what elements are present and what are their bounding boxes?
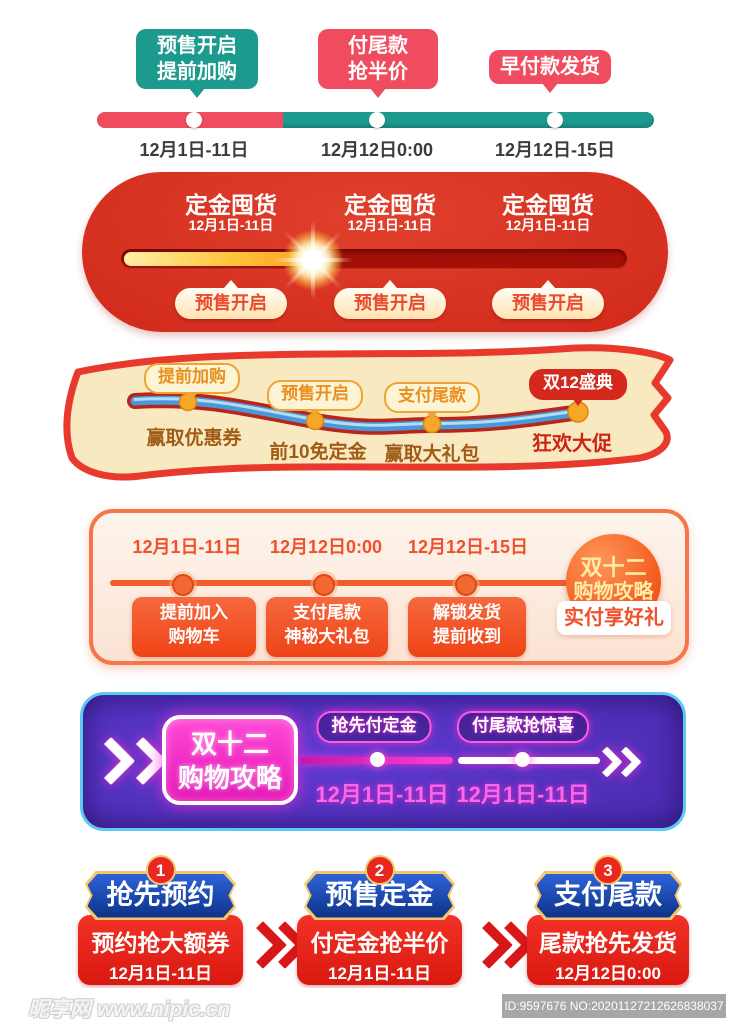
badge-benefit: 预约抢大额券 <box>91 930 230 956</box>
badge-date: 12月1日-11日 <box>328 964 431 983</box>
timeline-bubble-finalpay: 付尾款 抢半价 <box>318 29 438 98</box>
road-bubble: 提前加购 <box>144 363 240 400</box>
road-label-highlight: 狂欢大促 <box>532 433 612 455</box>
column-date: 12月1日-11日 <box>347 217 433 233</box>
guide-date: 12月12日0:00 <box>269 537 383 557</box>
watermark-id-text: ID:9597676 NO:20201127212626838037 <box>502 994 726 1018</box>
column-date: 12月1日-11日 <box>188 217 274 233</box>
timeline-date: 12月1日-11日 <box>139 140 249 160</box>
badge-red-box: 尾款抢先发货 12月12日0:00 <box>527 915 689 985</box>
step-badge-3: 尾款抢先发货 12月12日0:00 支付尾款 3 <box>527 855 689 987</box>
guide-timeline-bar <box>110 580 568 586</box>
neon-title-line: 购物攻略 <box>177 763 282 793</box>
badge-date: 12月1日-11日 <box>109 964 212 983</box>
badge-line: 双十二 <box>580 555 647 580</box>
neon-date: 12月1日-11日 <box>456 782 590 807</box>
neon-date: 12月1日-11日 <box>315 782 449 807</box>
road-bubble: 预售开启 <box>267 380 363 417</box>
road-label: 前10免定金 <box>269 442 367 463</box>
guide-date: 12月1日-11日 <box>132 537 242 557</box>
neon-pill: 付尾款抢惊喜 <box>457 711 589 743</box>
bubble-line: 付尾款 <box>348 35 408 57</box>
badge-title: 支付尾款 <box>554 880 662 910</box>
timeline-dot <box>186 112 202 128</box>
timeline-dot <box>369 112 385 128</box>
timeline-dot <box>547 112 563 128</box>
neon-dot <box>515 752 530 767</box>
timeline-bubble-presale: 预售开启 提前加购 <box>136 29 258 98</box>
step-number: 3 <box>593 855 623 885</box>
neon-title-line: 双十二 <box>190 729 269 759</box>
step-number: 2 <box>364 855 395 885</box>
badge-line: 购物攻略 <box>573 581 654 603</box>
step-line: 提前收到 <box>433 627 501 646</box>
road-label: 赢取优惠券 <box>146 428 242 449</box>
badge-date: 12月12日0:00 <box>555 964 661 983</box>
guide-step-card: 解锁发货 提前收到 <box>408 597 526 657</box>
presale-tag: 预售开启 <box>334 280 446 319</box>
guide-timeline-dot <box>172 574 194 596</box>
presale-tag: 预售开启 <box>492 280 604 319</box>
step-line: 解锁发货 <box>433 603 501 622</box>
guide-date: 12月12日-15日 <box>407 537 529 557</box>
badge-red-box: 预约抢大额券 12月1日-11日 <box>78 915 243 985</box>
ribbon-road-graphic <box>63 344 674 481</box>
timeline-date: 12月12日0:00 <box>320 140 434 160</box>
step-number: 1 <box>145 855 176 885</box>
road-bubble: 支付尾款 <box>384 382 480 419</box>
step-badge-1: 预约抢大额券 12月1日-11日 抢先预约 1 <box>78 855 243 987</box>
watermark-bar: 昵享网 www.nipic.cn ID:9597676 NO:202011272… <box>0 988 731 1024</box>
bubble-line: 预售开启 <box>157 35 237 57</box>
guide-badge-sub: 实付享好礼 <box>557 601 671 635</box>
presale-tag: 预售开启 <box>175 280 287 319</box>
timeline-date: 12月12日-15日 <box>494 140 616 160</box>
progress-fill <box>124 252 310 266</box>
starburst-icon <box>273 220 353 300</box>
timeline-bubble-ship: 早付款发货 <box>489 50 611 93</box>
badge-red-box: 付定金抢半价 12月1日-11日 <box>297 915 462 985</box>
column-date: 12月1日-11日 <box>505 217 591 233</box>
step-line: 支付尾款 <box>293 603 361 622</box>
badge-benefit: 尾款抢先发货 <box>539 930 677 956</box>
badge-title: 抢先预约 <box>106 880 215 910</box>
bubble-line: 提前加购 <box>157 61 237 83</box>
guide-step-card: 提前加入 购物车 <box>132 597 256 657</box>
guide-step-card: 支付尾款 神秘大礼包 <box>266 597 388 657</box>
badge-title: 预售定金 <box>325 880 434 910</box>
neon-pill: 抢先付定金 <box>316 711 432 743</box>
progress-track <box>121 249 627 269</box>
column-title: 定金囤货 <box>502 192 594 218</box>
guide-timeline-dot <box>313 574 335 596</box>
guide-timeline-dot <box>455 574 477 596</box>
column-title: 定金囤货 <box>185 192 277 218</box>
bubble-line: 早付款发货 <box>500 56 600 78</box>
step-line: 神秘大礼包 <box>284 627 370 646</box>
neon-dot <box>370 752 385 767</box>
step-badge-2: 付定金抢半价 12月1日-11日 预售定金 2 <box>297 855 462 987</box>
column-title: 定金囤货 <box>344 192 436 218</box>
badge-plaque: 预售定金 <box>304 871 455 920</box>
road-bubble-highlight: 双12盛典 <box>529 369 627 406</box>
step-line: 提前加入 <box>160 603 228 622</box>
neon-title-box: 双十二 购物攻略 <box>162 715 298 805</box>
step-line: 购物车 <box>168 627 220 646</box>
road-label: 赢取大礼包 <box>384 444 480 465</box>
bubble-line: 抢半价 <box>348 61 408 83</box>
badge-benefit: 付定金抢半价 <box>310 930 449 956</box>
watermark-site-logo: 昵享网 www.nipic.cn <box>28 998 231 1021</box>
